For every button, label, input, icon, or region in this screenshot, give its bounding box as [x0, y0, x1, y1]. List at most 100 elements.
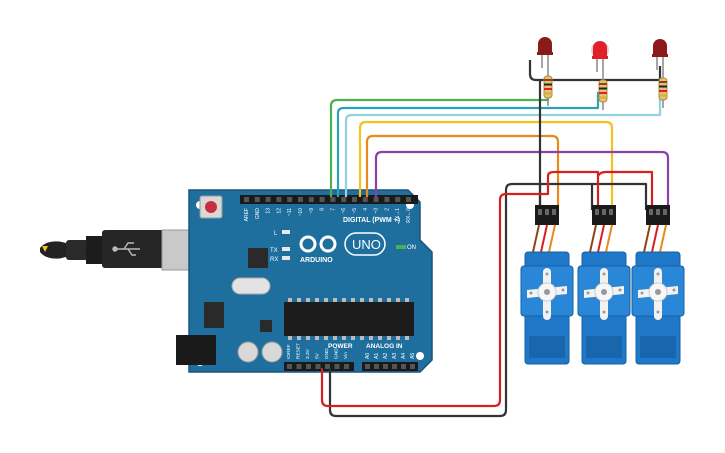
- power-pin-hole[interactable]: [306, 364, 311, 369]
- digital-pin-hole[interactable]: [373, 197, 379, 202]
- wire-green: [329, 88, 550, 197]
- led-l-label: L: [274, 231, 278, 237]
- led-rx: [282, 256, 290, 260]
- power-pin-hole[interactable]: [287, 364, 292, 369]
- power-pin-hole[interactable]: [325, 364, 330, 369]
- wire-black-led: [528, 60, 662, 82]
- resistor: [658, 70, 668, 108]
- digital-pin-hole[interactable]: [362, 197, 368, 202]
- servo-group: [520, 205, 685, 365]
- analog-header: [362, 362, 418, 371]
- analog-pin-hole[interactable]: [365, 364, 370, 369]
- capacitor-2: [261, 341, 283, 363]
- digital-pin-hole[interactable]: [265, 197, 271, 202]
- power-pin-label: GND: [324, 348, 330, 359]
- digital-pin-label: RX←0: [406, 208, 412, 223]
- atmega-chip: [284, 298, 414, 340]
- power-pin-label: IOREF: [286, 344, 292, 359]
- wire-red-5v: [320, 170, 654, 408]
- digital-header: [240, 195, 418, 204]
- reset-button[interactable]: [199, 195, 223, 219]
- digital-pin-label: TX→1: [395, 208, 401, 222]
- digital-pin-label: AREF: [244, 208, 250, 221]
- digital-header-label: DIGITAL (PWM ~): [343, 217, 400, 224]
- digital-pin-hole[interactable]: [384, 197, 390, 202]
- usb-icon: [112, 242, 140, 256]
- power-pin-label: Vin: [343, 352, 349, 359]
- brand-label: ARDUINO: [300, 257, 333, 264]
- digital-pin-label: ~5: [352, 208, 358, 214]
- led-l: [282, 230, 290, 234]
- digital-pin-label: ~11: [287, 208, 293, 216]
- power-header-label: POWER: [328, 343, 353, 350]
- usb-cable: [40, 229, 193, 271]
- power-pin-hole[interactable]: [296, 364, 302, 369]
- wire-teal: [336, 92, 600, 197]
- power-pin-label: GND: [334, 348, 340, 359]
- usb-chip: [248, 248, 268, 268]
- led-rx-label: RX: [270, 257, 278, 263]
- led-2[interactable]: [591, 41, 609, 72]
- analog-pin-label: A3: [392, 353, 398, 359]
- wire-purple: [374, 150, 670, 210]
- digital-pin-hole[interactable]: [352, 197, 357, 202]
- digital-pin-hole[interactable]: [287, 197, 293, 202]
- digital-pin-hole[interactable]: [330, 197, 336, 202]
- analog-pin-label: A1: [374, 353, 380, 359]
- led-tx: [282, 247, 290, 251]
- led-1[interactable]: [537, 37, 553, 68]
- digital-pin-label: 13: [266, 208, 272, 214]
- analog-pin-hole[interactable]: [401, 364, 406, 369]
- digital-pin-hole[interactable]: [276, 197, 282, 202]
- analog-pin-hole[interactable]: [383, 364, 388, 369]
- analog-pin-label: A2: [383, 353, 389, 359]
- small-chip: [260, 320, 272, 332]
- digital-pin-hole[interactable]: [319, 197, 325, 202]
- power-pin-label: 5V: [315, 352, 321, 359]
- power-pin-hole[interactable]: [344, 364, 349, 369]
- digital-pin-label: 4: [363, 208, 369, 211]
- wires: [320, 60, 670, 418]
- digital-pin-hole[interactable]: [244, 197, 249, 202]
- digital-pin-label: GND: [255, 208, 261, 220]
- led-group: [537, 37, 668, 110]
- servo-1[interactable]: [520, 205, 574, 365]
- voltage-regulator: [204, 302, 224, 328]
- power-pin-hole[interactable]: [334, 364, 340, 369]
- digital-pin-label: ~10: [298, 208, 304, 217]
- analog-pin-hole[interactable]: [374, 364, 379, 369]
- power-pin-hole[interactable]: [315, 364, 321, 369]
- power-jack: [176, 335, 216, 365]
- uno-badge: [344, 232, 386, 256]
- servo-3[interactable]: [631, 205, 685, 365]
- on-led: [396, 245, 406, 249]
- analog-pin-hole[interactable]: [410, 364, 415, 369]
- digital-pin-label: 2: [384, 208, 390, 211]
- digital-pin-label: 7: [330, 208, 336, 211]
- crystal: [231, 277, 271, 295]
- digital-pin-label: 8: [320, 208, 326, 211]
- model-label: UNO: [352, 237, 381, 252]
- digital-pin-hole[interactable]: [395, 197, 401, 202]
- digital-pin-hole[interactable]: [254, 197, 260, 202]
- analog-pin-hole[interactable]: [392, 364, 397, 369]
- analog-header-label: ANALOG IN: [366, 343, 403, 350]
- capacitor-1: [237, 341, 259, 363]
- wire-lightblue: [344, 92, 662, 197]
- resistor: [598, 72, 608, 110]
- led-3[interactable]: [652, 39, 668, 70]
- digital-pin-hole[interactable]: [308, 197, 314, 202]
- wire-black-gnd: [328, 182, 648, 418]
- digital-pin-label: ~3: [374, 208, 380, 214]
- arduino-logo-icon: [299, 235, 337, 253]
- digital-pin-hole[interactable]: [406, 197, 411, 202]
- analog-pin-label: A5: [410, 353, 416, 359]
- digital-pin-label: 12: [276, 208, 282, 214]
- on-label: ON: [407, 245, 416, 251]
- lightning-icon: [42, 246, 48, 252]
- wire-orange: [365, 134, 560, 210]
- servo-2[interactable]: [577, 205, 631, 365]
- digital-pin-hole[interactable]: [341, 197, 347, 202]
- digital-pin-hole[interactable]: [298, 197, 303, 202]
